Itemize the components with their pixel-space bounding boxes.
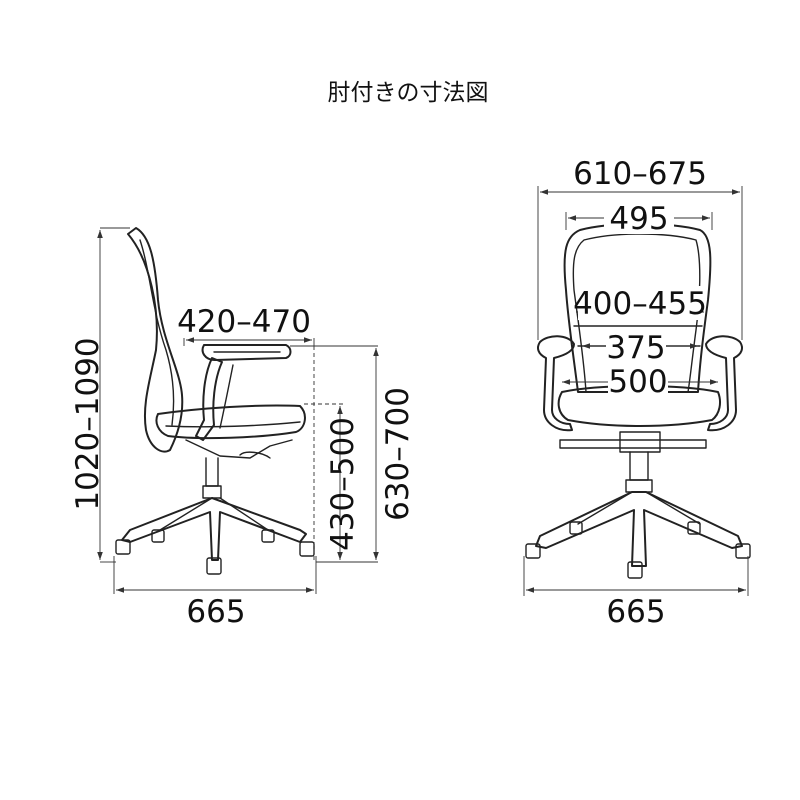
front-view-chair-drawing xyxy=(525,223,751,579)
dim-side-arm-depth: 420–470 xyxy=(177,304,311,340)
side-view-chair-drawing xyxy=(115,227,315,575)
dim-front-back-width: 495 xyxy=(609,201,668,237)
dim-side-base-width: 665 xyxy=(186,594,245,630)
diagram-title: 肘付きの寸法図 xyxy=(328,80,489,106)
dim-front-seat-width: 500 xyxy=(608,364,667,400)
side-view: 1020–1090 420–470 430–500 630–700 665 xyxy=(70,227,416,630)
dim-front-base-width: 665 xyxy=(606,594,665,630)
dim-front-overall-width: 610–675 xyxy=(573,156,707,192)
dim-side-total-height: 1020–1090 xyxy=(70,337,106,510)
dim-front-back-lower-width: 375 xyxy=(606,330,665,366)
front-view: 610–675 495 400–455 375 500 665 xyxy=(523,156,751,630)
dim-side-arm-height: 630–700 xyxy=(380,387,416,521)
dim-front-arm-inner-width: 400–455 xyxy=(573,286,707,322)
dim-side-seat-height: 430–500 xyxy=(325,417,361,551)
